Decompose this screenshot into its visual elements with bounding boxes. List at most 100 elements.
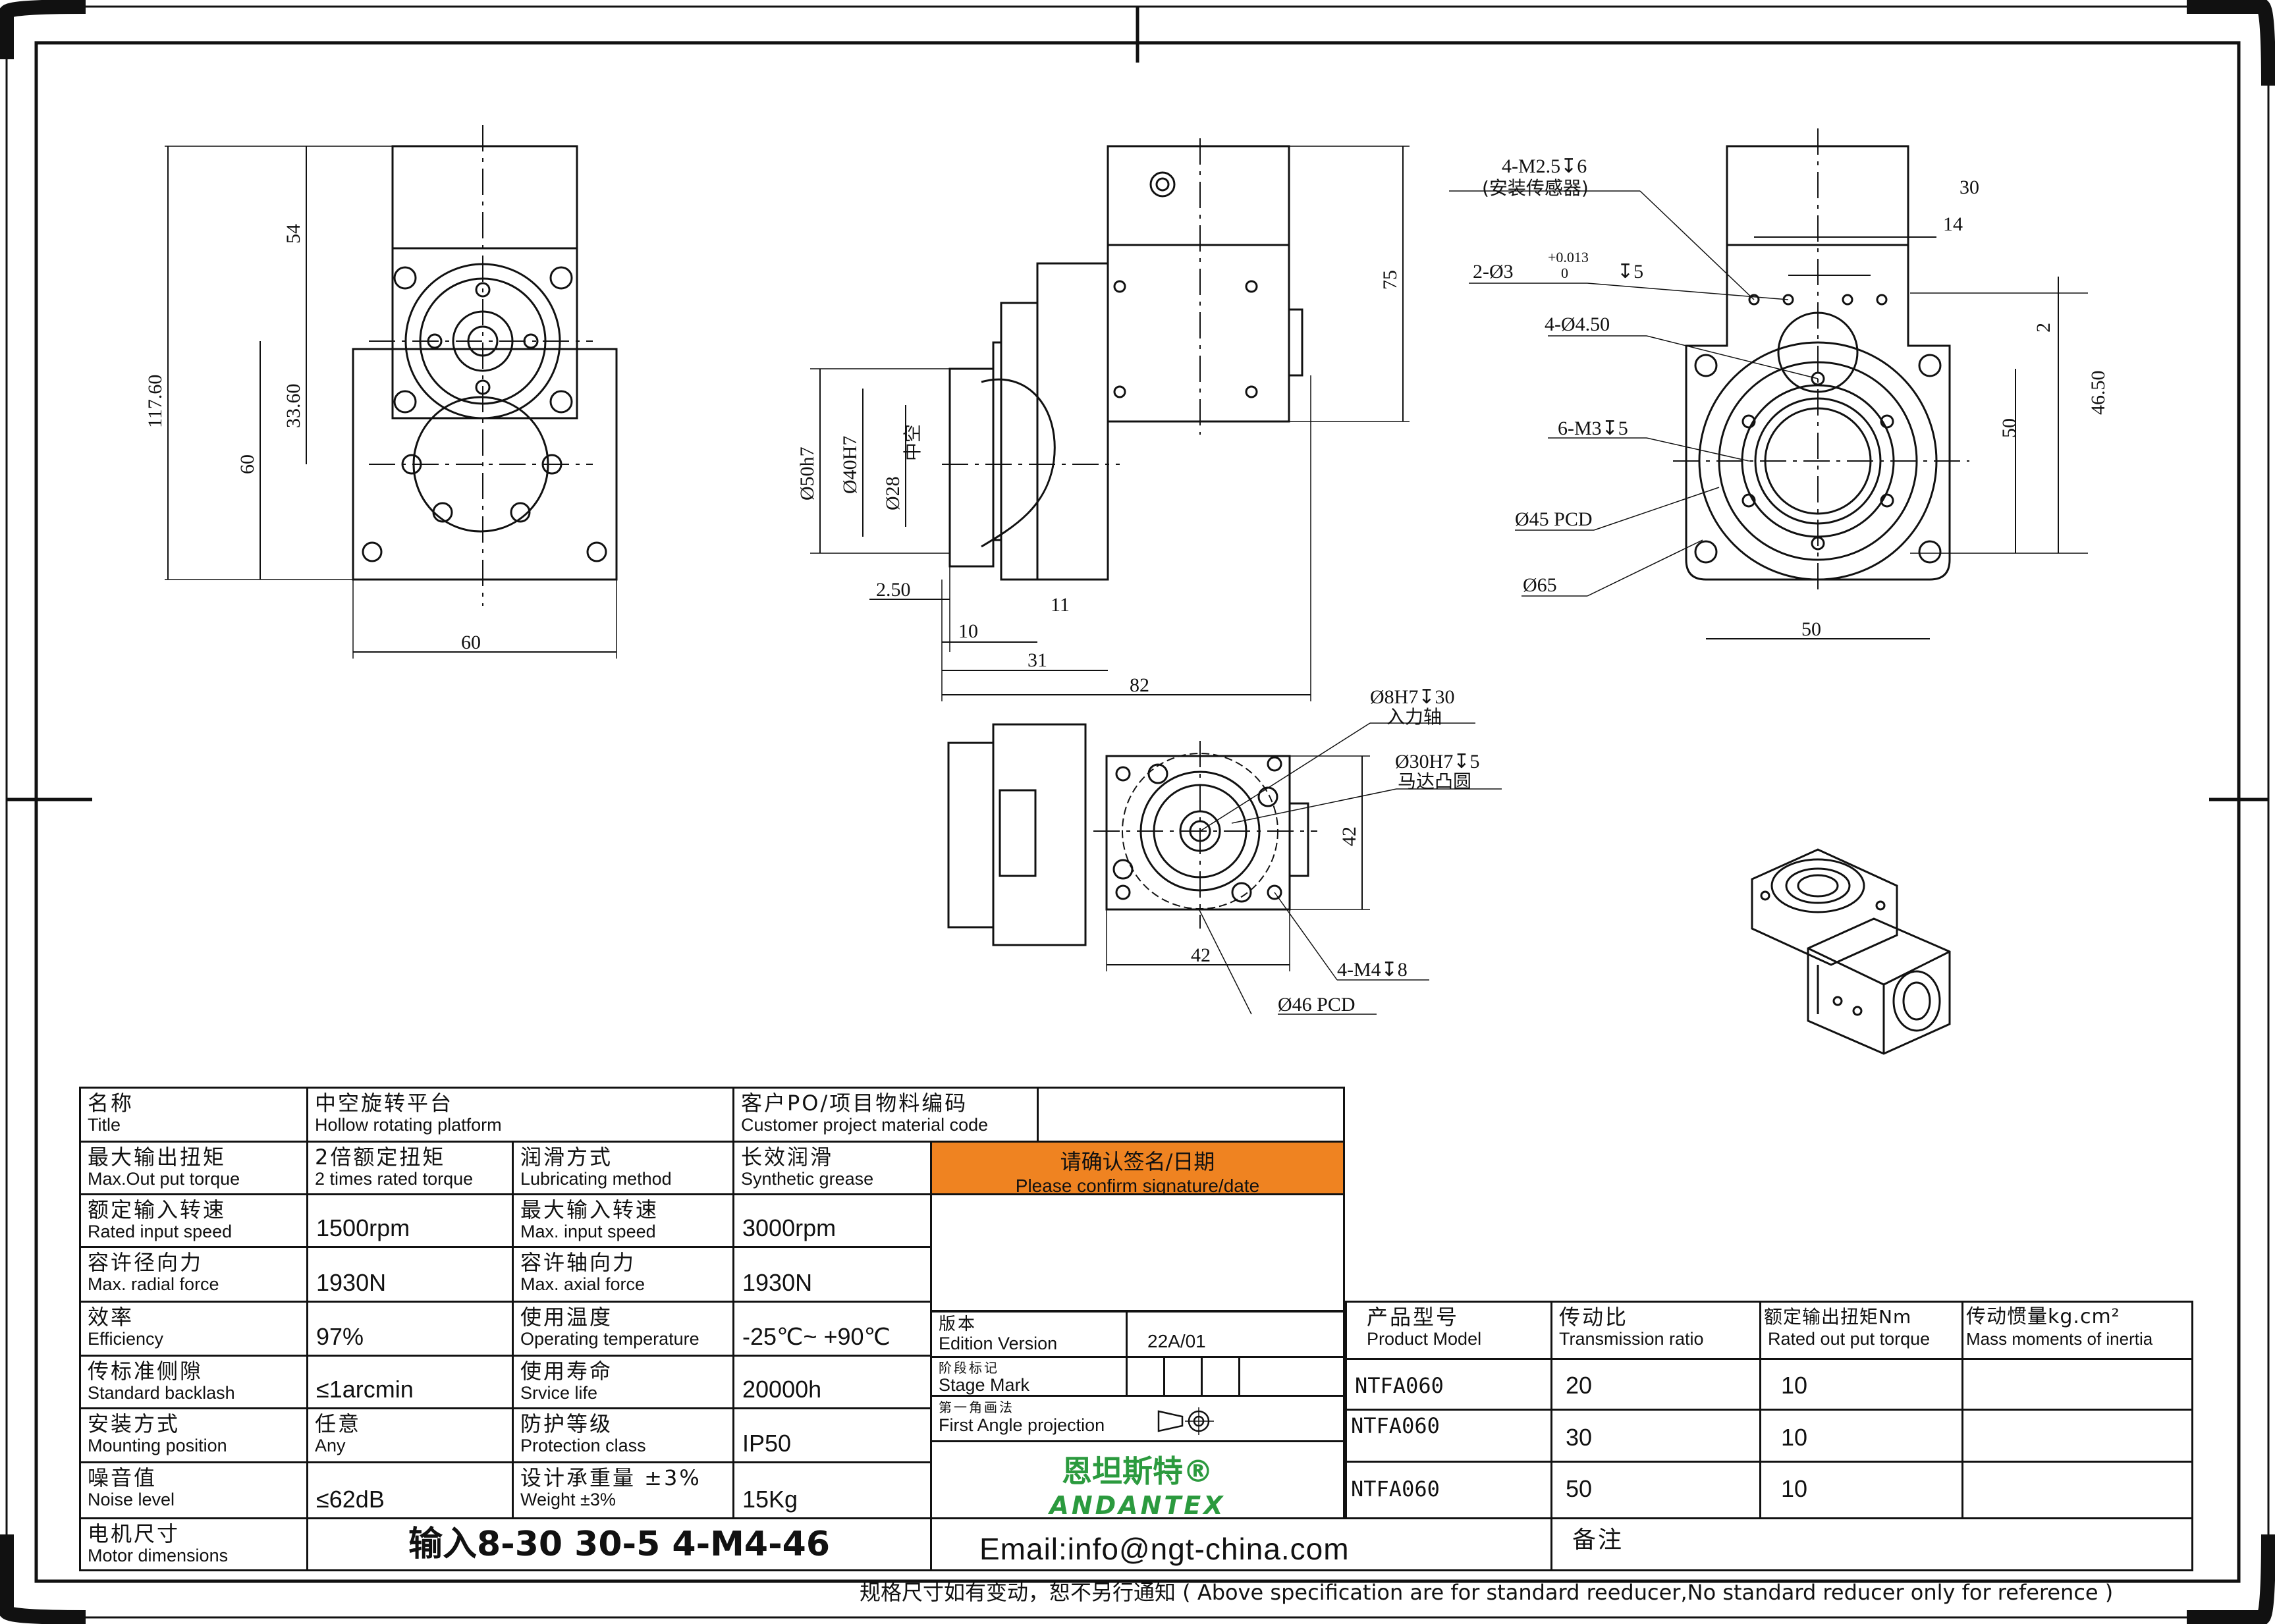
cell-stage-box-4[interactable] (1238, 1356, 1345, 1397)
cell-customer-code-value[interactable] (1037, 1087, 1345, 1143)
temp-value: -25℃~ +90℃ (742, 1323, 891, 1350)
spec-row-ratio-text: 20 (1566, 1372, 1593, 1399)
spec-row-torque-text: 10 (1781, 1424, 1808, 1451)
spec-row-1-inertia (1961, 1358, 2193, 1411)
cell-mounting-value: 任意 Any (306, 1407, 514, 1463)
signature-area[interactable] (930, 1193, 1345, 1312)
side-dim-50h7: Ø50h7 (796, 447, 818, 501)
confirm-signature-cn: 请确认签名/日期 (1060, 1149, 1215, 1174)
backlash-en: Standard backlash (88, 1383, 235, 1403)
spec-header-torque: 额定输出扭矩Nm Rated out put torque (1759, 1301, 1963, 1360)
brand-logo-en: ANDANTEX (1049, 1491, 1226, 1519)
cell-life-value: 20000h (732, 1355, 932, 1409)
spec-row-3-model: NTFA060 (1345, 1461, 1552, 1519)
side-dim-28: Ø28 (882, 476, 904, 510)
title-label-en: Title (88, 1115, 121, 1135)
confirm-signature-en: Please confirm signature/date (1015, 1176, 1260, 1195)
temp-cn: 使用温度 (520, 1305, 613, 1330)
cell-efficiency-label: 效率 Efficiency (79, 1301, 308, 1357)
cell-max-output-value: 2倍额定扭矩 2 times rated torque (306, 1141, 514, 1195)
edition-en: Edition Version (939, 1334, 1058, 1353)
radial-cn: 容许径向力 (88, 1250, 204, 1275)
protection-value: IP50 (742, 1430, 792, 1457)
weight-value: 15Kg (742, 1486, 798, 1513)
max-input-value: 3000rpm (742, 1214, 836, 1241)
max-output-en: Max.Out put torque (88, 1169, 240, 1189)
right-dim-pcd45: Ø45 PCD (1515, 508, 1593, 530)
right-dim-2-phi3: 2-Ø3 (1473, 261, 1514, 283)
cell-noise-label: 噪音值 Noise level (79, 1461, 308, 1519)
max-output-value-cn: 2倍额定扭矩 (315, 1145, 446, 1170)
rated-input-value: 1500rpm (316, 1214, 410, 1241)
right-dim-6-m3: 6-M3↧5 (1558, 418, 1628, 439)
max-output-cn: 最大输出扭矩 (88, 1145, 227, 1170)
cell-stage-box-3[interactable] (1201, 1356, 1240, 1397)
bottom-dim-pcd46: Ø46 PCD (1278, 994, 1356, 1015)
right-dim-50-v: 50 (1998, 418, 2020, 438)
spec-row-torque-text: 10 (1781, 1372, 1808, 1399)
radial-value: 1930N (316, 1269, 387, 1296)
temp-en: Operating temperature (520, 1329, 699, 1349)
right-dim-4-phi450: 4-Ø4.50 (1545, 313, 1610, 335)
life-en: Srvice life (520, 1383, 598, 1403)
radial-en: Max. radial force (88, 1274, 219, 1294)
cell-temp-label: 使用温度 Operating temperature (512, 1301, 734, 1357)
right-dim-2: 2 (2033, 323, 2054, 333)
noise-cn: 噪音值 (88, 1465, 157, 1490)
side-dim-hollow: 中空 (902, 424, 923, 461)
cell-noise-value: ≤62dB (306, 1461, 514, 1519)
cell-email: Email:info@ngt-china.com (930, 1517, 1552, 1571)
right-dim-phi65: Ø65 (1523, 574, 1557, 596)
cell-edition-value: 22A/01 (1126, 1311, 1345, 1358)
axial-en: Max. axial force (520, 1274, 645, 1294)
spec-header-model: 产品型号 Product Model (1345, 1301, 1552, 1360)
max-input-en: Max. input speed (520, 1222, 656, 1241)
max-input-cn: 最大输入转速 (520, 1197, 659, 1222)
side-dim-75: 75 (1379, 270, 1401, 290)
isometric-view (1751, 848, 1951, 1055)
stage-en: Stage Mark (939, 1375, 1030, 1395)
cell-title-value: 中空旋转平台 Hollow rotating platform (306, 1087, 734, 1143)
cell-axial-label: 容许轴向力 Max. axial force (512, 1246, 734, 1303)
edition-cn: 版本 (939, 1314, 977, 1334)
protection-en: Protection class (520, 1436, 646, 1455)
cell-radial-value: 1930N (306, 1246, 514, 1303)
cell-stage-box-1[interactable] (1126, 1356, 1165, 1397)
projection-cn: 第一角画法 (939, 1399, 1014, 1415)
spec-header-torque-en: Rated out put torque (1768, 1329, 1931, 1349)
cell-remark[interactable]: 备注 (1550, 1517, 2193, 1571)
life-value: 20000h (742, 1376, 822, 1403)
right-dim-tol-plus: +0.013 (1548, 249, 1589, 265)
bottom-dim-42-h: 42 (1191, 944, 1211, 966)
stage-cn: 阶段标记 (939, 1360, 999, 1376)
mounting-value-en: Any (315, 1436, 346, 1455)
cell-max-input-value: 3000rpm (732, 1193, 932, 1248)
cell-rated-input-label: 额定输入转速 Rated input speed (79, 1193, 308, 1248)
title-label-cn: 名称 (88, 1091, 134, 1116)
right-dim-50-h: 50 (1801, 618, 1821, 640)
rated-input-cn: 额定输入转速 (88, 1197, 227, 1222)
cell-backlash-label: 传标准侧隙 Standard backlash (79, 1355, 308, 1409)
right-view (1449, 128, 2088, 639)
spec-row-model-text: NTFA060 (1351, 1413, 1440, 1438)
motor-cn: 电机尺寸 (88, 1521, 180, 1546)
bottom-dim-30h7: Ø30H7↧5 (1395, 751, 1479, 772)
bottom-dim-4-m4: 4-M4↧8 (1337, 959, 1408, 981)
efficiency-cn: 效率 (88, 1305, 134, 1330)
side-view (810, 138, 1410, 701)
axial-cn: 容许轴向力 (520, 1250, 636, 1275)
weight-en: Weight ±3% (520, 1490, 616, 1509)
cell-protection-label: 防护等级 Protection class (512, 1407, 734, 1463)
bottom-view (947, 722, 1502, 1015)
cell-edition-label: 版本 Edition Version (930, 1311, 1128, 1358)
spec-header-ratio-en: Transmission ratio (1559, 1329, 1704, 1349)
spec-row-3-ratio: 50 (1550, 1461, 1761, 1519)
spec-row-2-ratio: 30 (1550, 1409, 1761, 1463)
cell-stage-box-2[interactable] (1163, 1356, 1203, 1397)
edition-value: 22A/01 (1147, 1331, 1206, 1351)
rated-input-en: Rated input speed (88, 1222, 233, 1241)
motor-value: 输入8-30 30-5 4-M4-46 (408, 1525, 831, 1564)
contact-email[interactable]: Email:info@ngt-china.com (979, 1532, 1350, 1566)
